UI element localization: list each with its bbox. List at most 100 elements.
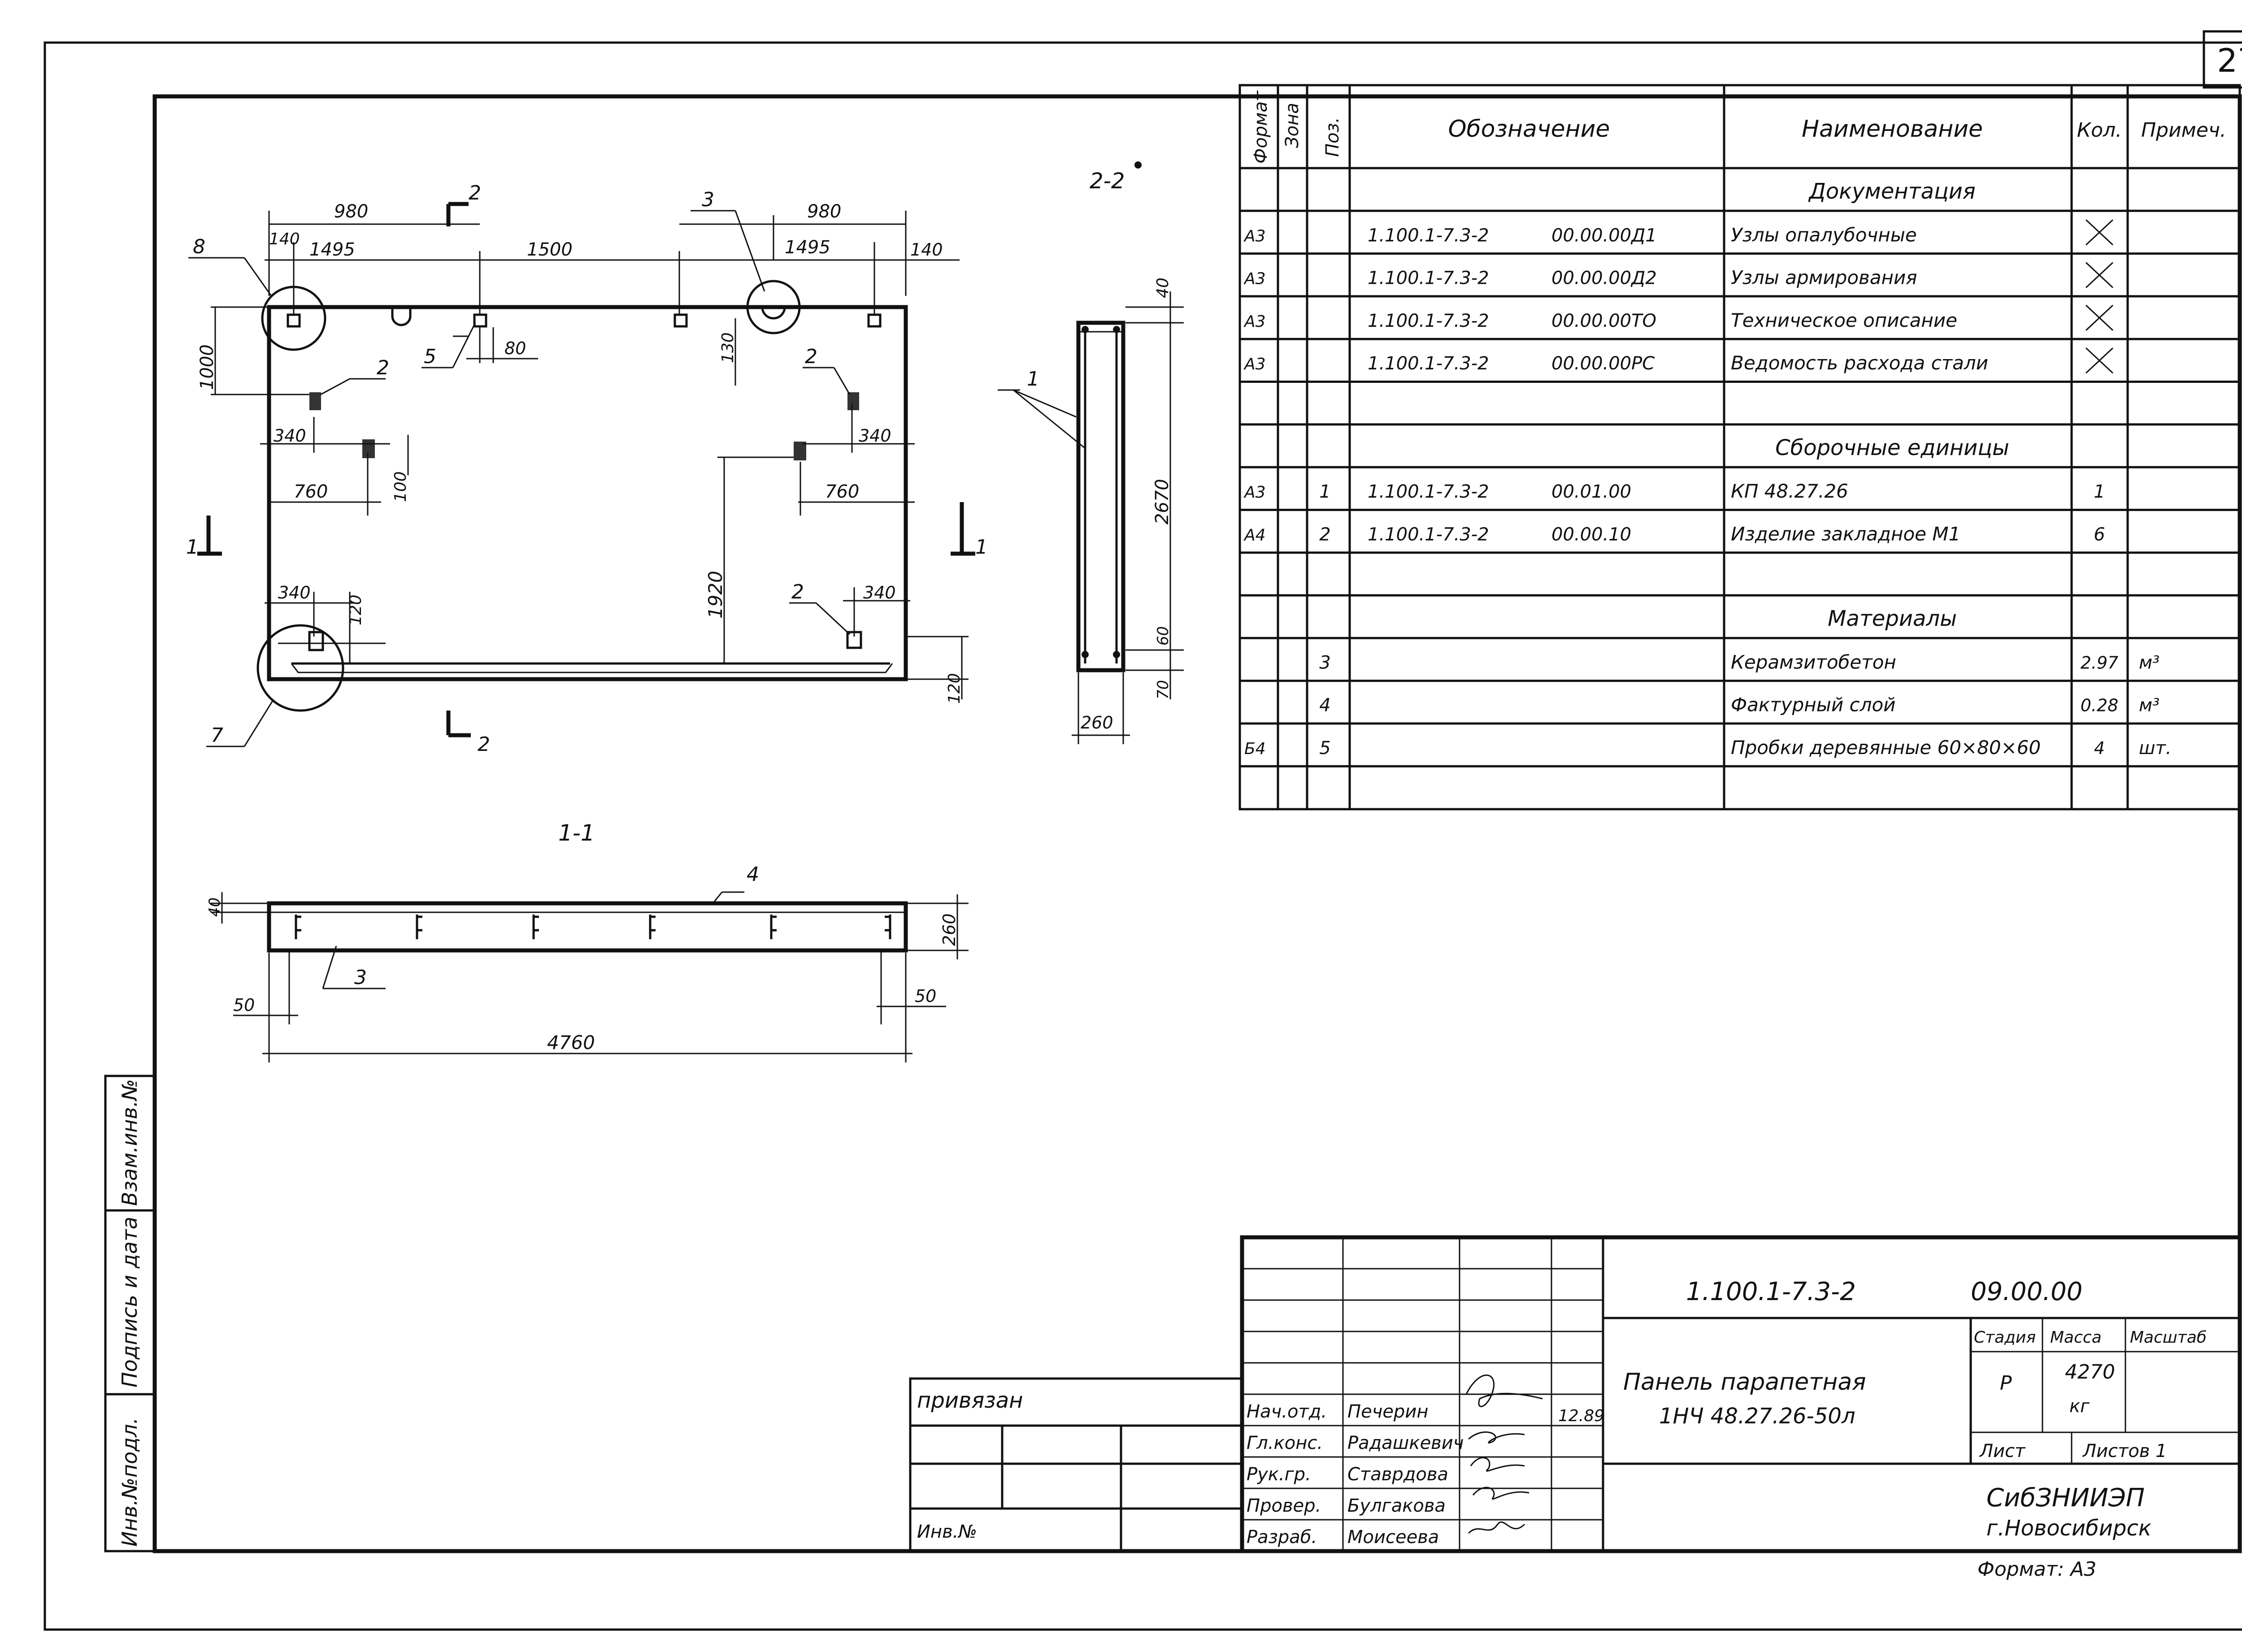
dim-b40: 40 [206, 898, 224, 917]
section-2-2: 2-2 40 2670 60 70 260 1 [998, 161, 1184, 744]
doc-row-format: А3 [1243, 227, 1266, 245]
dim-760a: 760 [294, 481, 328, 502]
cut-2-top: 2 [469, 182, 481, 204]
tb-org-1: СибЗНИИЭП [1986, 1483, 2145, 1513]
tb-massa: 4270 [2065, 1361, 2115, 1383]
hdr-kol: Кол. [2077, 119, 2122, 142]
pos-3: 3 [702, 188, 714, 211]
tb-role: Рук.гр. [1247, 1464, 1311, 1485]
tb-role: Нач.отд. [1247, 1401, 1327, 1422]
tb-name: Печерин [1347, 1401, 1428, 1422]
dim-s40: 40 [1154, 278, 1172, 298]
tb-list-h: Лист [1979, 1441, 2026, 1461]
tb-doc-code: 1.100.1-7.3-2 [1686, 1277, 1856, 1306]
mat-row-name: Керамзитобетон [1731, 651, 1896, 673]
mat-row-unit: шт. [2139, 738, 2172, 759]
hdr-primech: Примеч. [2141, 119, 2226, 142]
doc-row-suffix: 00.00.00ТО [1551, 311, 1656, 331]
asm-row-qty: 1 [2094, 481, 2105, 502]
dim-1500: 1500 [527, 239, 573, 260]
doc-row-name: Ведомость расхода стали [1731, 352, 1988, 374]
tb-masshtab-h: Масштаб [2130, 1328, 2207, 1347]
doc-row-code: 1.100.1-7.3-2 [1368, 311, 1489, 331]
pos-8: 8 [193, 235, 205, 258]
dim-100a: 100 [391, 471, 410, 502]
section-materials: Материалы [1828, 606, 1957, 631]
detail-circle-3 [746, 280, 801, 334]
signatures [1465, 1374, 1543, 1534]
dim-980a: 980 [334, 201, 368, 222]
tb-listov-h: Листов 1 [2082, 1441, 2167, 1461]
sheet-format: Формат: А3 [1977, 1558, 2096, 1581]
dim-340c: 340 [278, 583, 311, 603]
tb-stadia-h: Стадия [1974, 1328, 2036, 1347]
asm-row-name: КП 48.27.26 [1731, 480, 1848, 502]
dim-s60: 60 [1154, 626, 1172, 646]
dim-140a: 140 [269, 230, 300, 248]
side-podpis-data: Подпись и дата [117, 1217, 142, 1388]
side-vzam-inv: Взам.инв.№ [117, 1079, 142, 1206]
mat-row-unit: м³ [2139, 652, 2159, 673]
dim-b4760: 4760 [547, 1032, 595, 1054]
doc-row-cross [2085, 219, 2114, 246]
tb-date: 12.89 [1558, 1407, 1604, 1425]
mat-row-qty: 2.97 [2081, 653, 2119, 672]
pos-2c: 2 [791, 581, 804, 603]
asm-row-format: А3 [1243, 483, 1266, 502]
pos-b4: 4 [747, 863, 759, 886]
pos-s1: 1 [1027, 368, 1039, 390]
doc-row-suffix: 00.00.00Д2 [1551, 268, 1657, 289]
tb-name: Моисеева [1347, 1527, 1439, 1548]
doc-row-format: А3 [1243, 355, 1266, 373]
tb-massa-unit: кг [2069, 1396, 2090, 1417]
dim-980b: 980 [807, 201, 841, 222]
dim-b50b: 50 [915, 986, 936, 1006]
dim-b260: 260 [939, 913, 959, 946]
dim-140b: 140 [910, 240, 943, 260]
mat-row-poz: 5 [1319, 738, 1330, 759]
mat-row-name: Фактурный слой [1731, 694, 1895, 716]
cut-1-left: 1 [186, 536, 199, 559]
pos-b3: 3 [354, 966, 367, 989]
tb-name: Ставрдова [1347, 1464, 1448, 1485]
hdr-oboznachenie: Обозначение [1448, 116, 1610, 143]
tb-privyazan: привязан [917, 1388, 1023, 1413]
asm-row-name: Изделие закладное М1 [1731, 523, 1960, 545]
dim-1920: 1920 [704, 571, 726, 619]
tb-stadia: Р [2000, 1372, 2012, 1395]
sheet-number: 27 [2217, 42, 2242, 79]
section-documentation: Документация [1808, 179, 1976, 204]
dim-340a: 340 [274, 426, 306, 446]
tb-doc-suffix: 09.00.00 [1971, 1277, 2082, 1306]
mat-row-unit: м³ [2139, 695, 2159, 716]
asm-row-format: А4 [1243, 526, 1266, 544]
mat-row-name: Пробки деревянные 60×80×60 [1731, 737, 2041, 759]
doc-row-cross [2085, 262, 2114, 288]
hdr-naimenovanie: Наименование [1802, 116, 1983, 143]
dim-1495a: 1495 [309, 239, 355, 260]
dim-340b: 340 [859, 426, 891, 446]
doc-row-suffix: 00.00.00РС [1551, 353, 1655, 374]
doc-row-suffix: 00.00.00Д1 [1551, 225, 1657, 246]
hdr-poz: Поз. [1322, 117, 1343, 157]
cut-1-right: 1 [975, 536, 988, 559]
dim-1495b: 1495 [785, 237, 830, 258]
tb-role: Провер. [1247, 1496, 1321, 1516]
tb-massa-h: Масса [2050, 1328, 2102, 1347]
asm-row-qty: 6 [2094, 524, 2105, 545]
specification-table: Формат Зона Поз. Обозначение Наименовани… [1238, 84, 2241, 811]
panel-plan-view: 980 140 1495 1500 980 1495 140 1000 80 1… [186, 182, 988, 756]
dim-s260: 260 [1081, 713, 1113, 733]
tb-inv-no: Инв.№ [917, 1522, 977, 1542]
mat-row-qty: 0.28 [2081, 696, 2119, 715]
detail-circle-7 [256, 624, 344, 712]
section-1-1: 1-1 [206, 820, 969, 1062]
dim-120a: 120 [347, 594, 365, 625]
tb-role: Гл.конс. [1247, 1433, 1323, 1453]
doc-row-format: А3 [1243, 270, 1266, 288]
asm-row-poz: 2 [1319, 524, 1330, 545]
doc-row-code: 1.100.1-7.3-2 [1368, 225, 1489, 246]
doc-row-name: Техническое описание [1731, 309, 1957, 331]
mat-row-poz: 4 [1319, 695, 1330, 716]
asm-row-suffix: 00.01.00 [1551, 481, 1631, 502]
